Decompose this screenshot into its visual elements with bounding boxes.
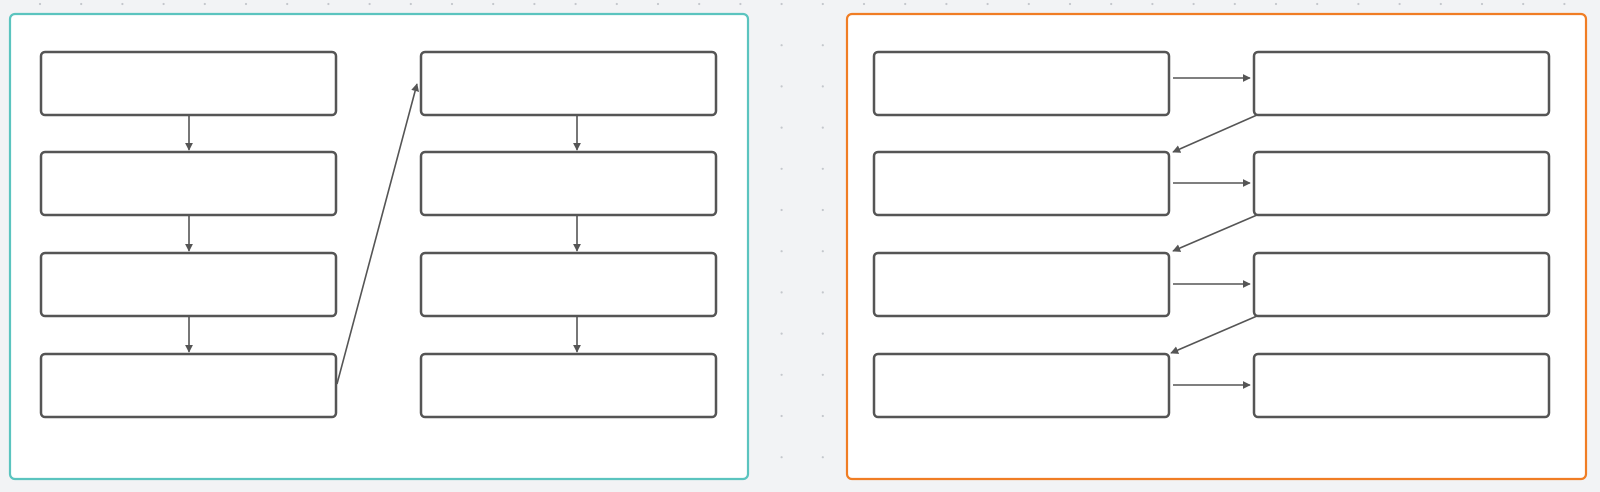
grid-dot [1398,2,1401,6]
grid-dot [1316,2,1319,6]
grid-dot [1563,2,1566,6]
right-node-8[interactable] [1252,352,1551,419]
grid-dot [821,85,824,88]
grid-dot [121,2,124,6]
grid-dot [821,250,824,253]
grid-dot [656,2,660,6]
grid-dot [1439,2,1442,6]
grid-dot [780,250,783,253]
grid-dot [780,167,783,170]
grid-dot [821,167,824,170]
grid-dot [780,44,783,47]
grid-dot [821,291,824,294]
grid-dot [780,208,783,212]
grid-dot [1522,2,1525,6]
right-node-7[interactable] [872,352,1171,419]
grid-dot [821,414,824,418]
grid-dot [1110,2,1113,6]
grid-dot [286,2,289,6]
grid-dot [904,2,907,6]
left-edge-4-5 [336,83,420,385]
grid-dot [409,2,412,6]
grid-dot [533,2,536,6]
grid-dot [1151,2,1154,6]
right-node-2[interactable] [1252,50,1551,117]
right-layout-nodes [872,50,1551,419]
grid-dot [739,2,742,6]
left-node-4[interactable] [39,352,338,419]
grid-dot [945,2,948,6]
right-node-6[interactable] [1252,251,1551,318]
grid-dot [1068,2,1072,6]
right-layout-connectors [1170,74,1258,389]
grid-dot [1480,2,1484,6]
grid-dot [821,456,824,459]
right-edge-6-7 [1170,315,1258,354]
grid-dot [821,2,824,6]
right-node-1[interactable] [872,50,1171,117]
grid-dot [492,2,495,6]
left-node-8[interactable] [419,352,718,419]
grid-dot [1027,2,1030,6]
left-node-7[interactable] [419,251,718,318]
grid-dot [368,2,371,6]
grid-dot [450,2,454,6]
grid-dot [780,126,783,129]
grid-dot [780,373,783,376]
grid-dot [780,85,783,88]
left-layout-nodes [39,50,718,419]
grid-dot [1192,2,1195,6]
grid-dot [821,44,824,47]
right-node-4[interactable] [1252,150,1551,217]
grid-dot [821,332,824,335]
grid-dot [162,2,165,6]
left-node-3[interactable] [39,251,338,318]
grid-dot [38,2,42,6]
grid-dot [574,2,577,6]
grid-dot [1233,2,1236,6]
left-node-5[interactable] [419,50,718,117]
grid-dot [821,208,824,212]
grid-dot [821,126,824,129]
grid-dot [780,2,783,6]
right-edge-2-3 [1172,114,1258,153]
right-node-3[interactable] [872,150,1171,217]
grid-dot [698,2,701,6]
grid-dot [821,373,824,376]
grid-dot [203,2,206,6]
left-node-1[interactable] [39,50,338,117]
left-layout-connectors [185,83,581,385]
grid-dot [780,291,783,294]
grid-dot [1274,2,1278,6]
grid-dot [1357,2,1360,6]
left-node-6[interactable] [419,150,718,217]
grid-dot [780,332,783,335]
right-node-5[interactable] [872,251,1171,318]
grid-dot [780,414,783,418]
right-edge-4-5 [1172,214,1258,252]
grid-dot [780,456,783,459]
grid-dot [986,2,989,6]
grid-dot [327,2,330,6]
grid-dot [862,2,866,6]
left-node-2[interactable] [39,150,338,217]
grid-dot [615,2,618,6]
grid-dot [80,2,83,6]
grid-dot [244,2,248,6]
